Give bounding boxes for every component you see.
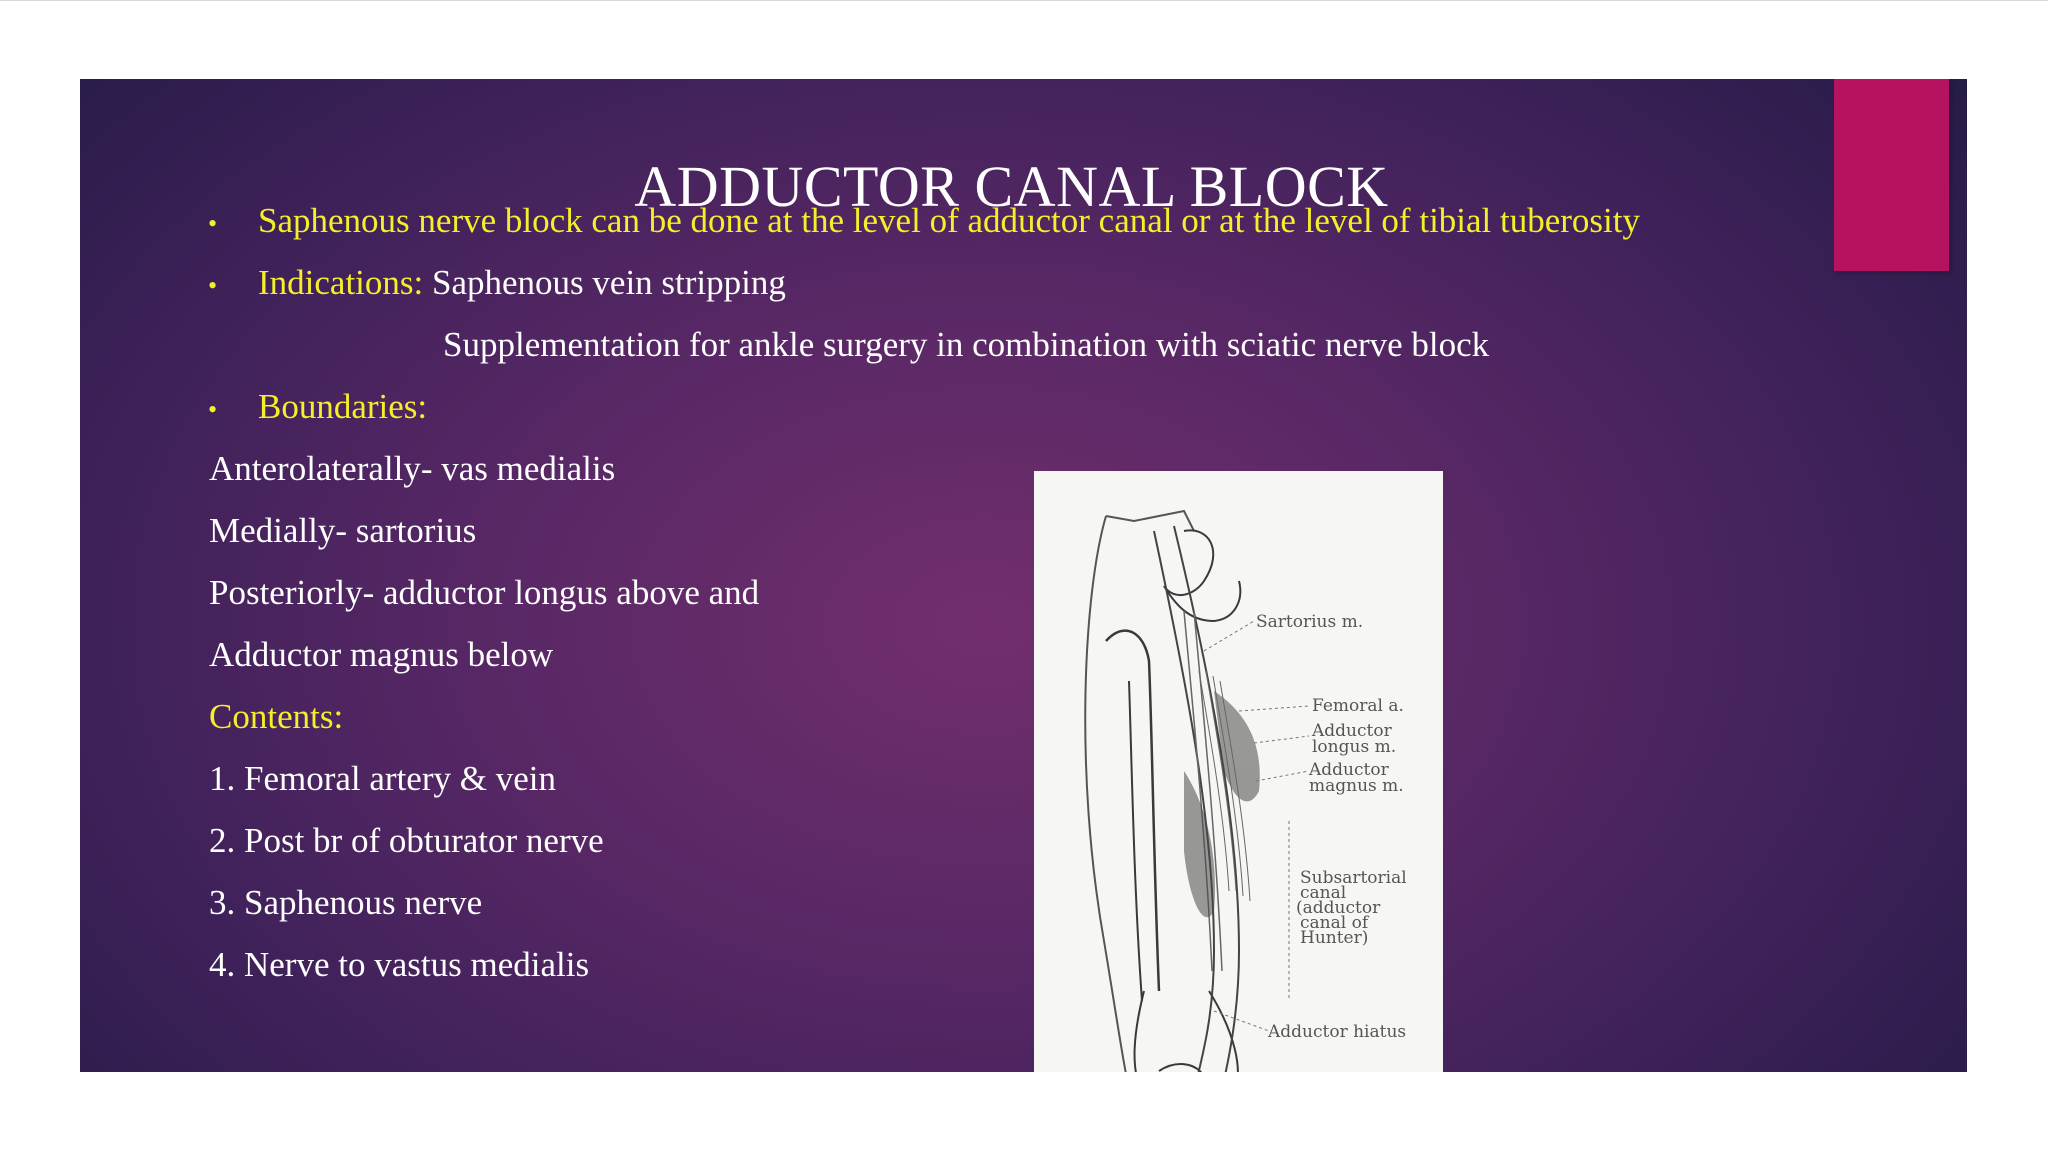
accent-tab-decoration bbox=[1834, 79, 1949, 271]
contents-item: 1. Femoral artery & vein bbox=[209, 759, 556, 798]
label-femoral-artery: Femoral a. bbox=[1312, 696, 1404, 716]
boundary-posterior: Posteriorly- adductor longus above and bbox=[209, 573, 760, 612]
boundary-anterolateral: Anterolaterally- vas medialis bbox=[209, 449, 616, 488]
contents-heading: Contents: bbox=[209, 697, 344, 736]
indications-label: Indications: bbox=[258, 263, 424, 302]
contents-item: 2. Post br of obturator nerve bbox=[209, 821, 604, 860]
boundary-medial: Medially- sartorius bbox=[209, 511, 477, 550]
label-adductor-magnus-2: magnus m. bbox=[1309, 776, 1404, 796]
label-subsartorial-canal-4: canal of bbox=[1300, 913, 1370, 933]
bullet-indications: Indications: Saphenous vein stripping bbox=[258, 261, 786, 305]
indications-continuation: Supplementation for ankle surgery in com… bbox=[443, 325, 1490, 364]
label-adductor-longus-2: longus m. bbox=[1312, 737, 1396, 757]
slide-title: ADDUCTOR CANAL BLOCK bbox=[634, 154, 1389, 219]
boundaries-heading: Boundaries: bbox=[258, 387, 428, 426]
bullet-dot-icon: • bbox=[208, 271, 218, 300]
bullet-dot-icon: • bbox=[208, 395, 218, 424]
label-sartorius: Sartorius m. bbox=[1256, 612, 1363, 632]
contents-item: 3. Saphenous nerve bbox=[209, 883, 483, 922]
contents-item: 4. Nerve to vastus medialis bbox=[209, 945, 590, 984]
label-subsartorial-canal-2: canal bbox=[1300, 883, 1346, 903]
label-adductor-magnus-1: Adductor bbox=[1308, 760, 1390, 780]
window-top-border bbox=[0, 0, 2048, 1]
label-subsartorial-canal-3: (adductor bbox=[1296, 898, 1381, 918]
label-subsartorial-canal-5: Hunter) bbox=[1300, 928, 1368, 948]
bullet-saphenous-block: Saphenous nerve block can be done at the… bbox=[258, 201, 1641, 240]
bullet-dot-icon: • bbox=[208, 209, 218, 238]
label-subsartorial-canal-1: Subsartorial bbox=[1300, 868, 1407, 888]
slide-canvas: ADDUCTOR CANAL BLOCK • Saphenous nerve b… bbox=[80, 79, 1967, 1072]
adductor-canal-illustration: Sartorius m. Femoral a. Adductor longus … bbox=[1034, 471, 1443, 1072]
indications-text: Saphenous vein stripping bbox=[423, 263, 786, 302]
label-adductor-longus-1: Adductor bbox=[1311, 721, 1393, 741]
label-adductor-hiatus: Adductor hiatus bbox=[1267, 1022, 1406, 1042]
boundary-posterior-continued: Adductor magnus below bbox=[209, 635, 554, 674]
anatomy-drawing: Sartorius m. Femoral a. Adductor longus … bbox=[1084, 509, 1407, 1072]
